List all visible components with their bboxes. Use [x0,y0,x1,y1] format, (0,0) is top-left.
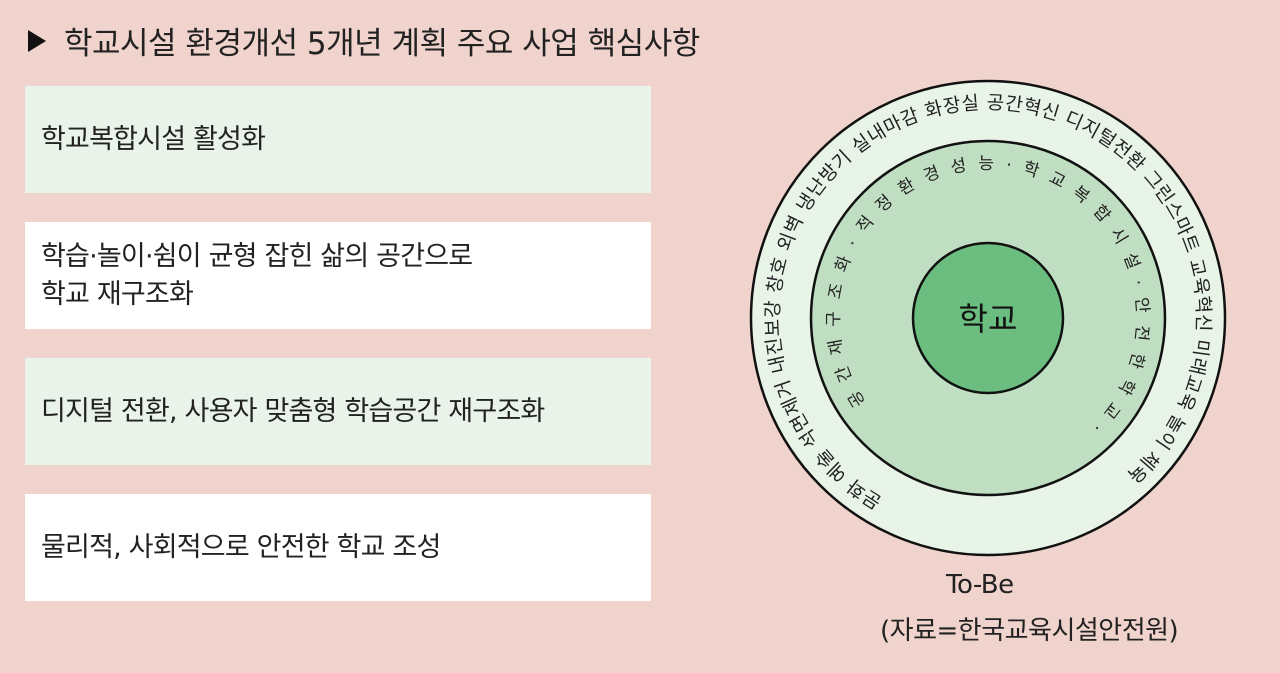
item-box-3: 디지털 전환, 사용자 맞춤형 학습공간 재구조화 [25,358,651,465]
item-text: 물리적, 사회적으로 안전한 학교 조성 [41,531,441,563]
item-box-4: 물리적, 사회적으로 안전한 학교 조성 [25,494,651,601]
item-box-1: 학교복합시설 활성화 [25,86,651,193]
to-be-label: To-Be [946,570,1014,600]
title-text: 학교시설 환경개선 5개년 계획 주요 사업 핵심사항 [64,26,700,62]
center-circle [911,241,1065,395]
item-text-2: 학교 재구조화 [41,278,194,310]
source-caption: (자료=한국교육시설안전원) [880,616,1179,646]
page-title: 학교시설 환경개선 5개년 계획 주요 사업 핵심사항 [28,18,700,63]
item-text: 디지털 전환, 사용자 맞춤형 학습공간 재구조화 [41,395,545,427]
center-label: 학교 [959,300,1018,338]
triangle-bullet-icon [28,29,46,52]
item-text: 학습·놀이·쉼이 균형 잡힌 삶의 공간으로 [41,240,473,272]
item-text: 학교복합시설 활성화 [41,123,266,155]
